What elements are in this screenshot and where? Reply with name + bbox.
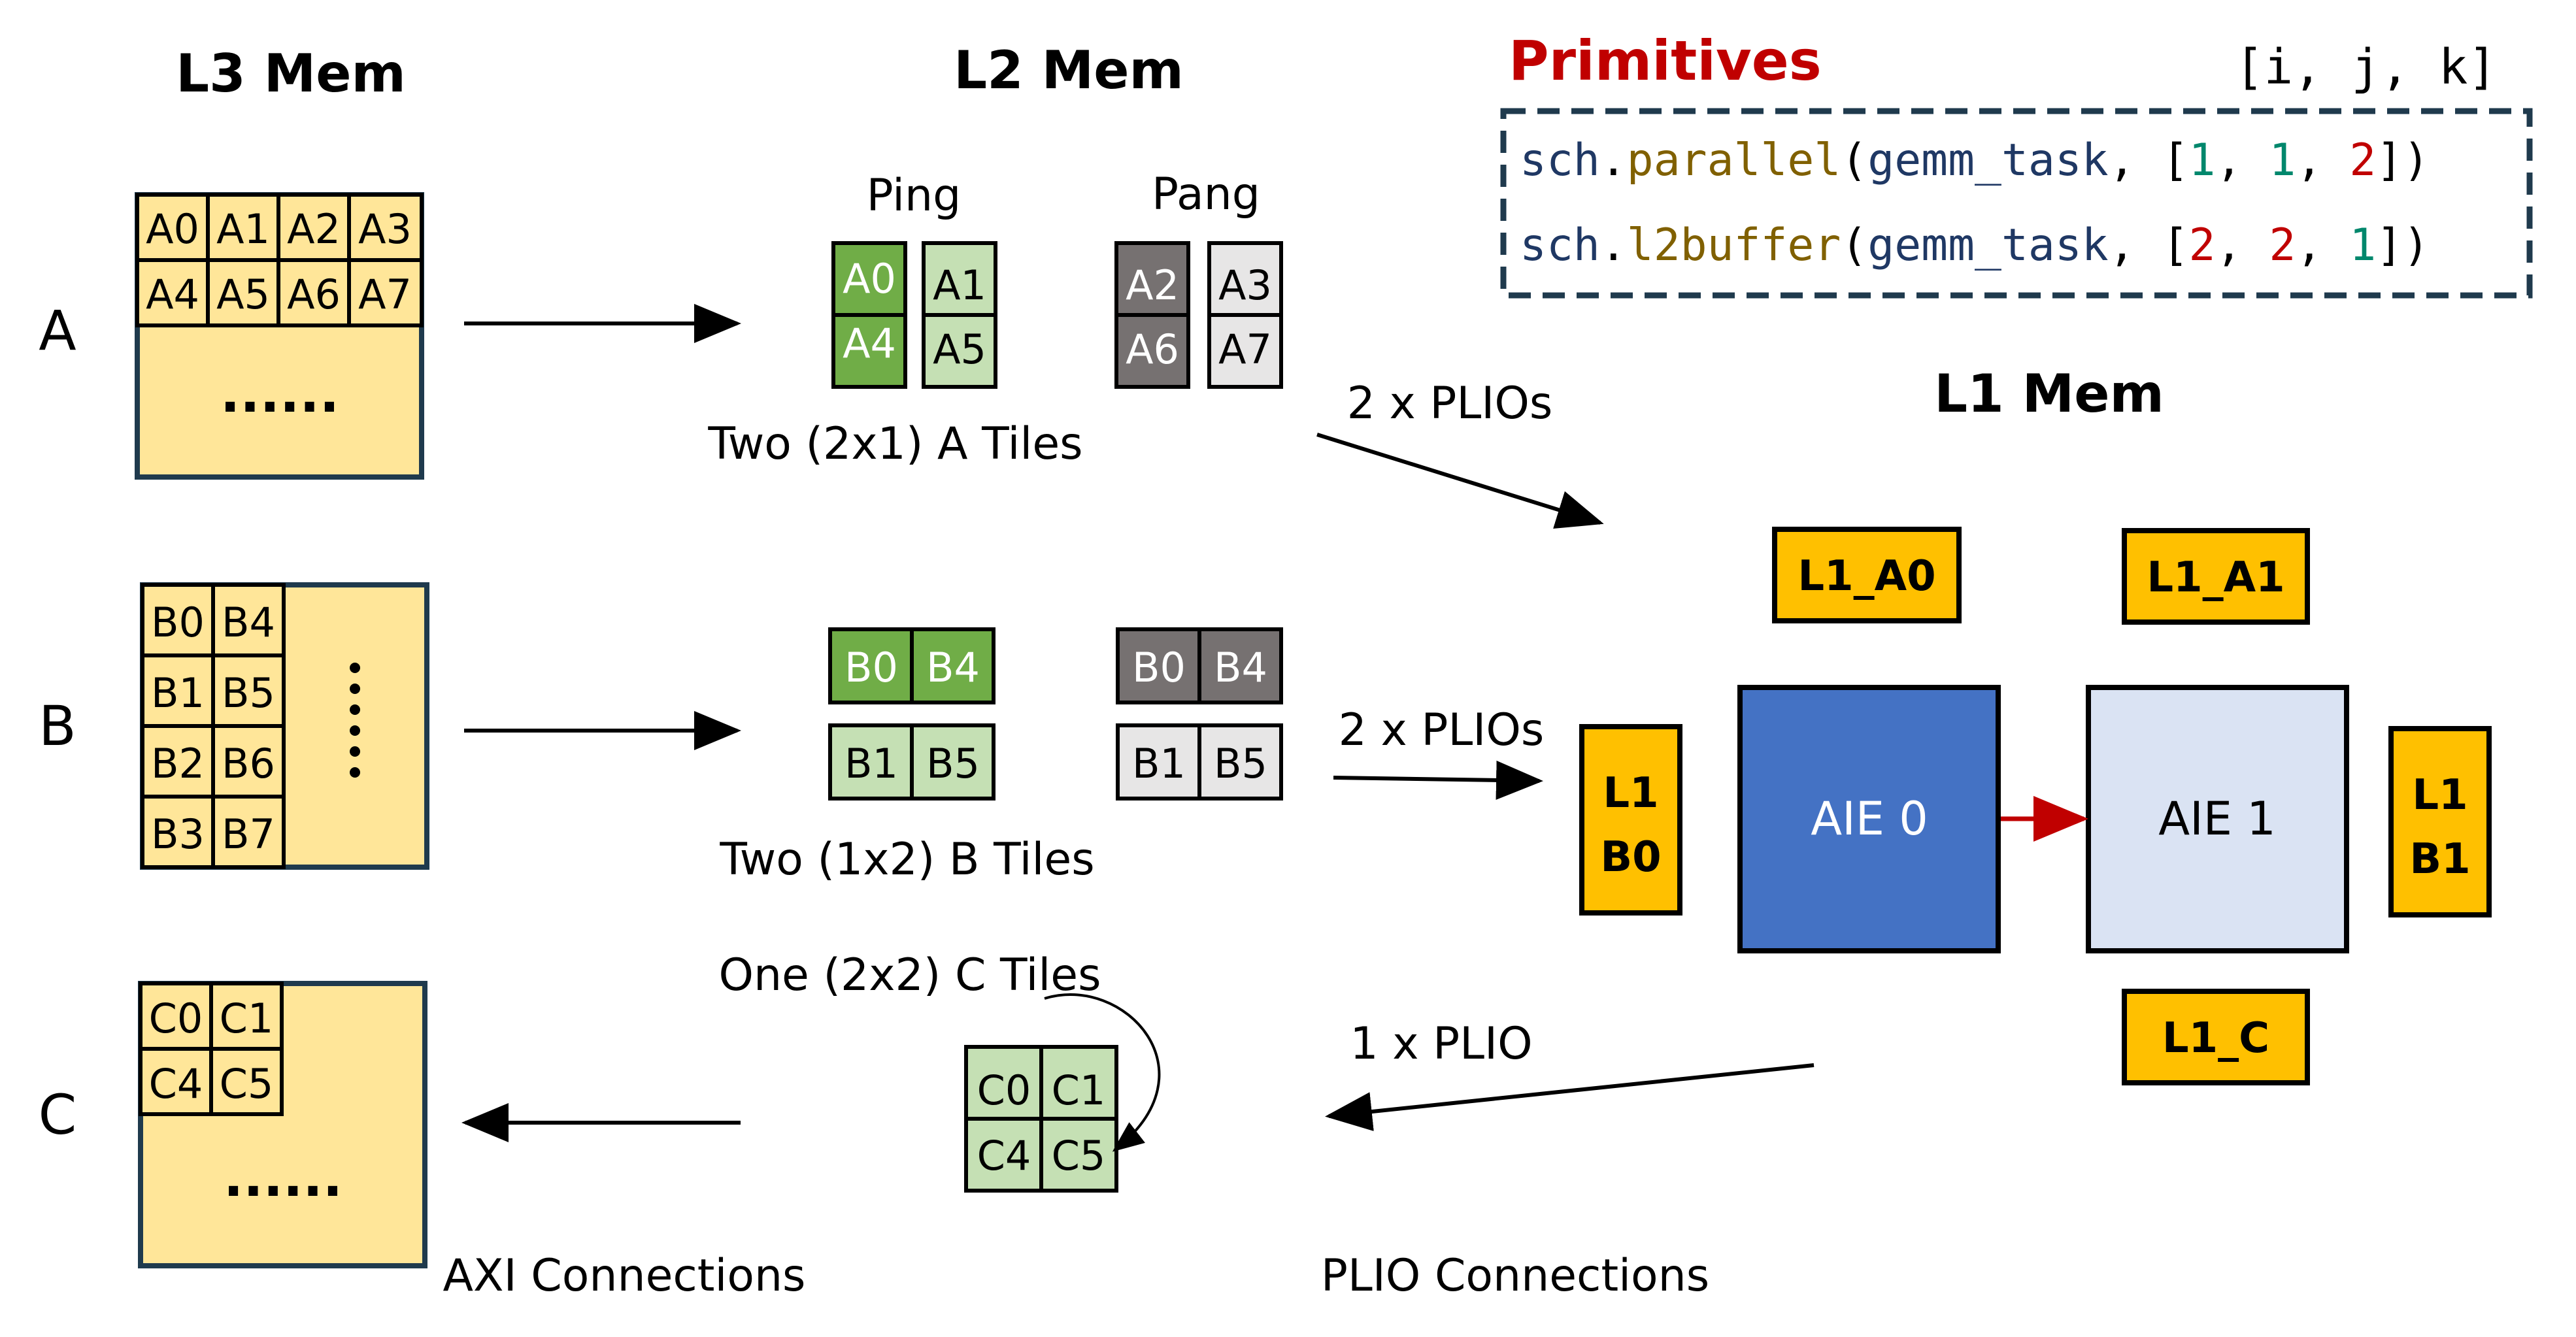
aie-0-core: AIE 0 [1737,685,2001,953]
primitives-index-label: [i, j, k] [2235,39,2497,95]
l1-mem-header: L1 Mem [1934,363,2164,424]
l1-b1-label-line1: L1 [2412,771,2467,819]
l3-a-cell: A5 [216,271,270,318]
primitive-parallel-line: sch.parallel(gemm_task, [1, 1, 2]) [1520,135,2430,186]
l2-a-caption: Two (2x1) A Tiles [707,418,1082,470]
l3-a-cell: A4 [146,271,199,318]
l2-a-cell: A2 [1126,261,1179,309]
plio-connections-label: PLIO Connections [1321,1250,1709,1302]
l3-a-cell: A6 [287,271,341,318]
l3-c-ellipsis: ...... [224,1147,343,1208]
l2-b-caption: Two (1x2) B Tiles [719,834,1094,885]
l3-b-cell: B5 [222,669,275,717]
l2-a-cell: A3 [1218,261,1272,309]
l2-a-ping-tiles: A0 A4 A1 A5 [831,241,997,389]
l2-a-cell: A6 [1126,325,1179,373]
l3-a-cell: A0 [146,205,199,253]
l3-a-cell: A3 [358,205,412,253]
l2-c-cell: C1 [1052,1066,1106,1114]
l1-a1-buffer: L1_A1 [2122,528,2310,625]
l3-c-matrix: C0 C1 C4 C5 ...... [138,981,427,1268]
l3-c-cell: C0 [149,995,203,1042]
l3-a-cell: A7 [358,271,412,318]
l3-a-cell: A2 [287,205,341,253]
l1-a0-buffer: L1_A0 [1772,527,1962,623]
l3-b-cell: B6 [222,740,275,787]
l2-c-caption: One (2x2) C Tiles [718,949,1101,1001]
l2-mem-header: L2 Mem [954,40,1184,101]
plio-label-b: 2 x PLIOs [1339,704,1545,756]
l2-c-cell: C5 [1052,1132,1106,1180]
l2-a-cell: A0 [843,255,896,303]
l3-c-cell: C4 [149,1060,203,1108]
primitive-l2buffer-line: sch.l2buffer(gemm_task, [2, 2, 1]) [1520,220,2430,271]
l2-b-cell: B5 [1214,740,1267,787]
l2-b-cell: B0 [845,644,898,691]
primitives-code-box [1500,108,2533,299]
l2-b-cell: B5 [926,740,980,787]
l2-c-cell: C4 [977,1132,1031,1180]
plio-label-a: 2 x PLIOs [1347,378,1553,429]
l2-c-accumulate-loop-arrow [1044,993,1161,1152]
ping-label: Ping [867,170,962,222]
l2-b-cell: B1 [1132,740,1186,787]
l3-a-ellipsis: ...... [220,363,339,424]
l1-b0-label-line2: B0 [1600,833,1661,882]
l3-b-cell: B1 [151,669,205,717]
l2-c-tile: C0 C1 C4 C5 [964,1045,1118,1193]
pang-label: Pang [1152,169,1260,220]
l1-c-buffer: L1_C [2122,989,2310,1085]
l3-b-cell: B4 [222,599,275,646]
l3-b-cell: B3 [151,810,205,858]
arrow-l2-to-l1-b [1333,760,1543,800]
row-label-a: A [39,299,76,363]
l2-b-cell: B4 [1214,644,1267,691]
l3-mem-header: L3 Mem [176,43,406,104]
row-label-c: C [39,1083,77,1147]
primitives-title: Primitives [1509,29,1822,93]
l1-b0-label-line1: L1 [1603,769,1658,817]
l2-c-cell: C0 [977,1066,1031,1114]
l3-a-matrix: A0 A1 A2 A3 A4 A5 A6 A7 ...... [135,192,424,480]
l2-a-cell: A5 [933,325,986,373]
l1-b1-label-line2: B1 [2409,835,2470,883]
l2-b-cell: B1 [845,740,898,787]
l3-a-cell: A1 [216,205,270,253]
aie-0-label: AIE 0 [1811,792,1928,846]
l2-b-ping-tiles: B0 B4 B1 B5 [828,627,995,801]
l1-b0-buffer: L1 B0 [1579,724,1682,916]
l1-a0-label: L1_A0 [1798,552,1935,601]
l1-a1-label: L1_A1 [2147,553,2284,602]
l3-b-cell: B2 [151,740,205,787]
l3-b-cell: B7 [222,810,275,858]
l2-a-pang-tiles: A2 A6 A3 A7 [1114,241,1283,389]
row-label-b: B [39,694,76,758]
l2-a-cell: A1 [933,261,986,309]
l3-c-cell: C5 [220,1060,274,1108]
arrow-l2-to-l1-a [1316,433,1604,529]
l3-b-cell: B0 [151,599,205,646]
l2-b-cell: B4 [926,644,980,691]
arrow-l1-to-l2-c [1325,1063,1815,1131]
l2-b-cell: B0 [1132,644,1186,691]
axi-connections-label: AXI Connections [443,1250,806,1302]
l2-a-cell: A7 [1218,325,1272,373]
l1-b1-buffer: L1 B1 [2388,726,2492,917]
l1-c-label: L1_C [2162,1014,2269,1063]
plio-label-c: 1 x PLIO [1350,1018,1532,1070]
l2-a-cell: A4 [843,320,896,367]
aie-1-label: AIE 1 [2158,792,2276,846]
l2-b-pang-tiles: B0 B4 B1 B5 [1116,627,1283,801]
l3-b-vertical-ellipsis [350,663,360,778]
l3-c-cell: C1 [220,995,274,1042]
aie-1-core: AIE 1 [2086,685,2349,953]
l3-b-matrix: B0 B4 B1 B5 B2 B6 B3 B7 [140,582,429,870]
